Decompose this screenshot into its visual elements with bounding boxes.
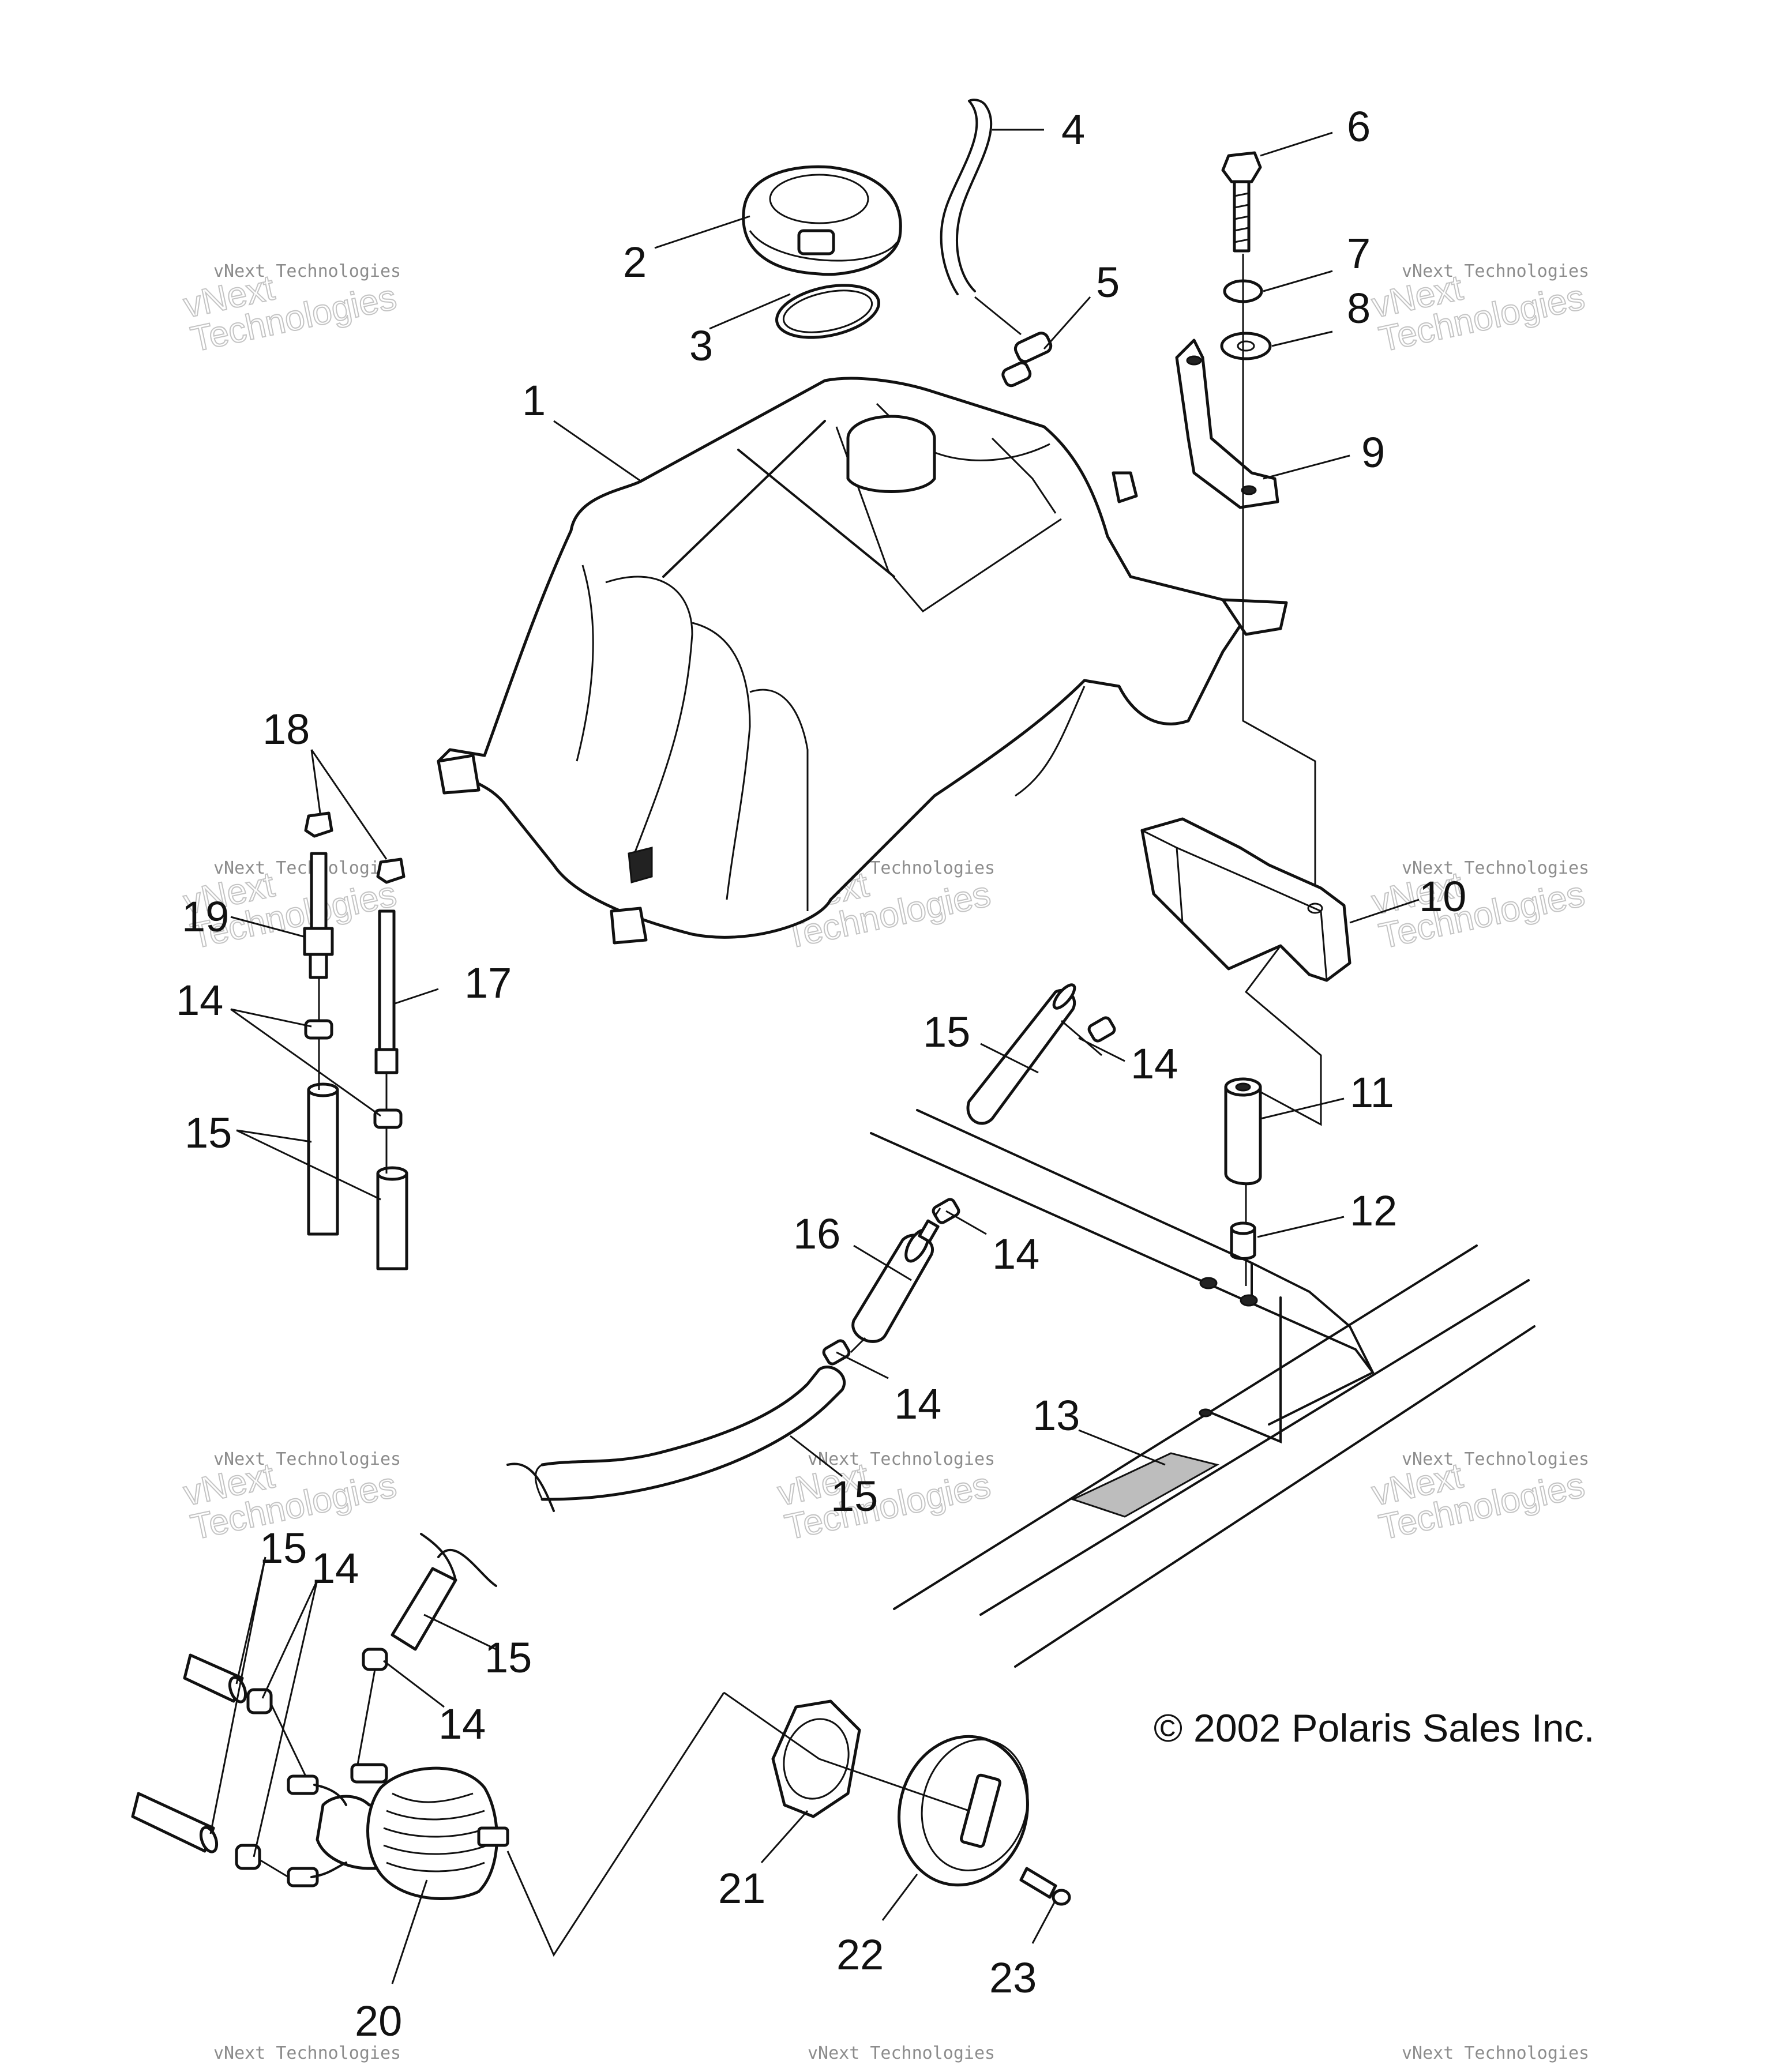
watermark-small: vNext Technologies: [1402, 261, 1589, 281]
callout-15: 15: [260, 1524, 307, 1572]
clamp: [362, 1648, 388, 1671]
callout-4: 4: [1061, 106, 1085, 153]
assembly-line: [1242, 254, 1322, 1286]
fuel-shutoff-lines: [303, 811, 408, 1270]
hose: [391, 1567, 457, 1651]
fitting: [303, 927, 334, 956]
frame: [870, 1109, 1536, 1668]
callout-2: 2: [623, 238, 647, 286]
callout-20: 20: [355, 1997, 402, 2045]
callout-23: 23: [989, 1954, 1037, 2002]
cap: [376, 858, 406, 884]
callout-10: 10: [1419, 873, 1466, 920]
callout-1: 1: [522, 377, 546, 424]
callout-16: 16: [793, 1210, 840, 1258]
callout-14: 14: [992, 1230, 1039, 1278]
bushing: [1230, 1221, 1256, 1260]
foam-pad: [1140, 817, 1351, 982]
watermark-small: vNext Technologies: [808, 2043, 995, 2063]
callout-15: 15: [185, 1109, 232, 1157]
cap: [304, 811, 333, 838]
o-ring: [775, 284, 880, 339]
watermark-small: vNext Technologies: [1402, 2043, 1589, 2063]
callout-14: 14: [438, 1700, 486, 1748]
flat-washer: [1220, 332, 1272, 360]
callout-22: 22: [836, 1931, 884, 1979]
callout-5: 5: [1096, 258, 1120, 306]
clamp: [1087, 1016, 1116, 1043]
tube: [374, 1048, 399, 1074]
watermark-small: vNext Technologies: [213, 261, 401, 281]
watermark-small: vNext Technologies: [1402, 1449, 1589, 1469]
hose: [307, 1088, 339, 1236]
callout-labels: 1 2 3 4 5 6 7 8 9 10 11 12 13 14 14 14 1…: [176, 103, 1466, 2045]
watermark: vNext Technologies: [213, 2043, 401, 2063]
callout-14: 14: [894, 1380, 941, 1428]
vent-fitting: [974, 296, 1053, 388]
fitting: [309, 953, 328, 979]
tank-tab: [610, 907, 648, 945]
callout-14: 14: [311, 1544, 359, 1592]
callout-15: 15: [923, 1008, 970, 1056]
callout-21: 21: [718, 1864, 765, 1912]
callout-19: 19: [182, 893, 229, 941]
callout-14: 14: [176, 976, 223, 1024]
fuel-filter-assembly: [506, 983, 1116, 1512]
watermark-small: vNext Technologies: [1402, 858, 1589, 878]
bolt: [1221, 151, 1262, 253]
clamp: [246, 1688, 273, 1714]
watermark-small: vNext Technologies: [213, 1449, 401, 1469]
watermark-small: vNext Technologies: [213, 858, 401, 878]
fuel-tank: [437, 377, 1288, 945]
tube: [378, 909, 396, 1051]
lock-nut: [771, 1699, 861, 1818]
fuel-sender: [506, 1691, 1071, 1957]
sender-cap: [898, 1735, 1029, 1887]
callout-3: 3: [689, 322, 713, 370]
pump-hoses: [131, 1533, 497, 1878]
callout-13: 13: [1033, 1392, 1080, 1439]
callout-7: 7: [1347, 230, 1371, 277]
callout-18: 18: [262, 705, 310, 753]
callout-9: 9: [1361, 428, 1385, 476]
tank-bracket: [1175, 339, 1279, 509]
hose: [183, 1653, 244, 1703]
vent-hose: [940, 99, 993, 295]
clamp: [304, 1019, 333, 1040]
clamp: [373, 1108, 403, 1129]
watermark-small: vNext Technologies: [213, 2043, 401, 2063]
fitting: [310, 852, 328, 930]
watermark: vNext Technologies vNextTechnologies: [179, 261, 401, 360]
watermark: vNext Technologies: [808, 2043, 995, 2063]
callout-6: 6: [1347, 103, 1371, 151]
fuel-cap: [742, 165, 902, 276]
callout-14: 14: [1131, 1040, 1178, 1088]
copyright-notice: © 2002 Polaris Sales Inc.: [1154, 1706, 1595, 1750]
tank-tab: [1221, 598, 1288, 636]
callout-17: 17: [464, 959, 512, 1007]
callout-8: 8: [1347, 284, 1371, 332]
watermark: vNext Technologies: [1402, 2043, 1589, 2063]
spacer: [1224, 1077, 1262, 1186]
watermark: vNext Technologies vNextTechnologies: [1368, 858, 1589, 957]
decal: [1070, 1452, 1220, 1518]
callout-15: 15: [485, 1634, 532, 1682]
callout-15: 15: [831, 1472, 878, 1520]
hose: [966, 988, 1076, 1125]
watermark: vNext Technologies vNextTechnologies: [1368, 261, 1589, 360]
hose: [131, 1792, 215, 1853]
clamp: [235, 1844, 261, 1870]
tank-tab: [437, 754, 480, 795]
tank-tab: [1112, 471, 1138, 503]
watermark: vNext Technologies vNextTechnologies: [1368, 1449, 1589, 1548]
hose: [376, 1172, 408, 1270]
watermark-small: vNext Technologies: [808, 1449, 995, 1469]
callout-11: 11: [1350, 1069, 1394, 1116]
screw: [1019, 1867, 1057, 1899]
fuel-pump: [287, 1763, 509, 1900]
leader-lines: [209, 129, 1420, 1984]
callout-12: 12: [1350, 1187, 1397, 1235]
